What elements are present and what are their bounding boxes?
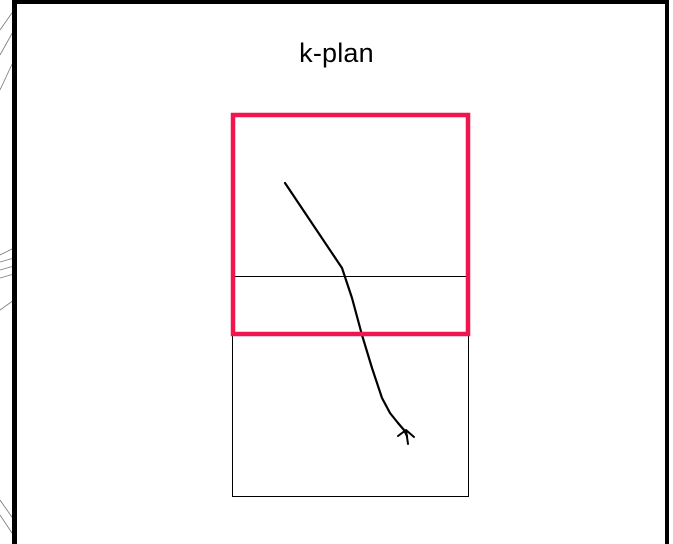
page-title: k-plan [299, 38, 374, 68]
lower-sheet-outline [232, 276, 469, 497]
route-end-marker [397, 429, 415, 445]
map-frame [12, 0, 669, 544]
highlight-box [230, 112, 471, 337]
background-map-lines [0, 9, 15, 537]
route-line [283, 181, 409, 438]
upper-sheet-outline [232, 115, 469, 277]
